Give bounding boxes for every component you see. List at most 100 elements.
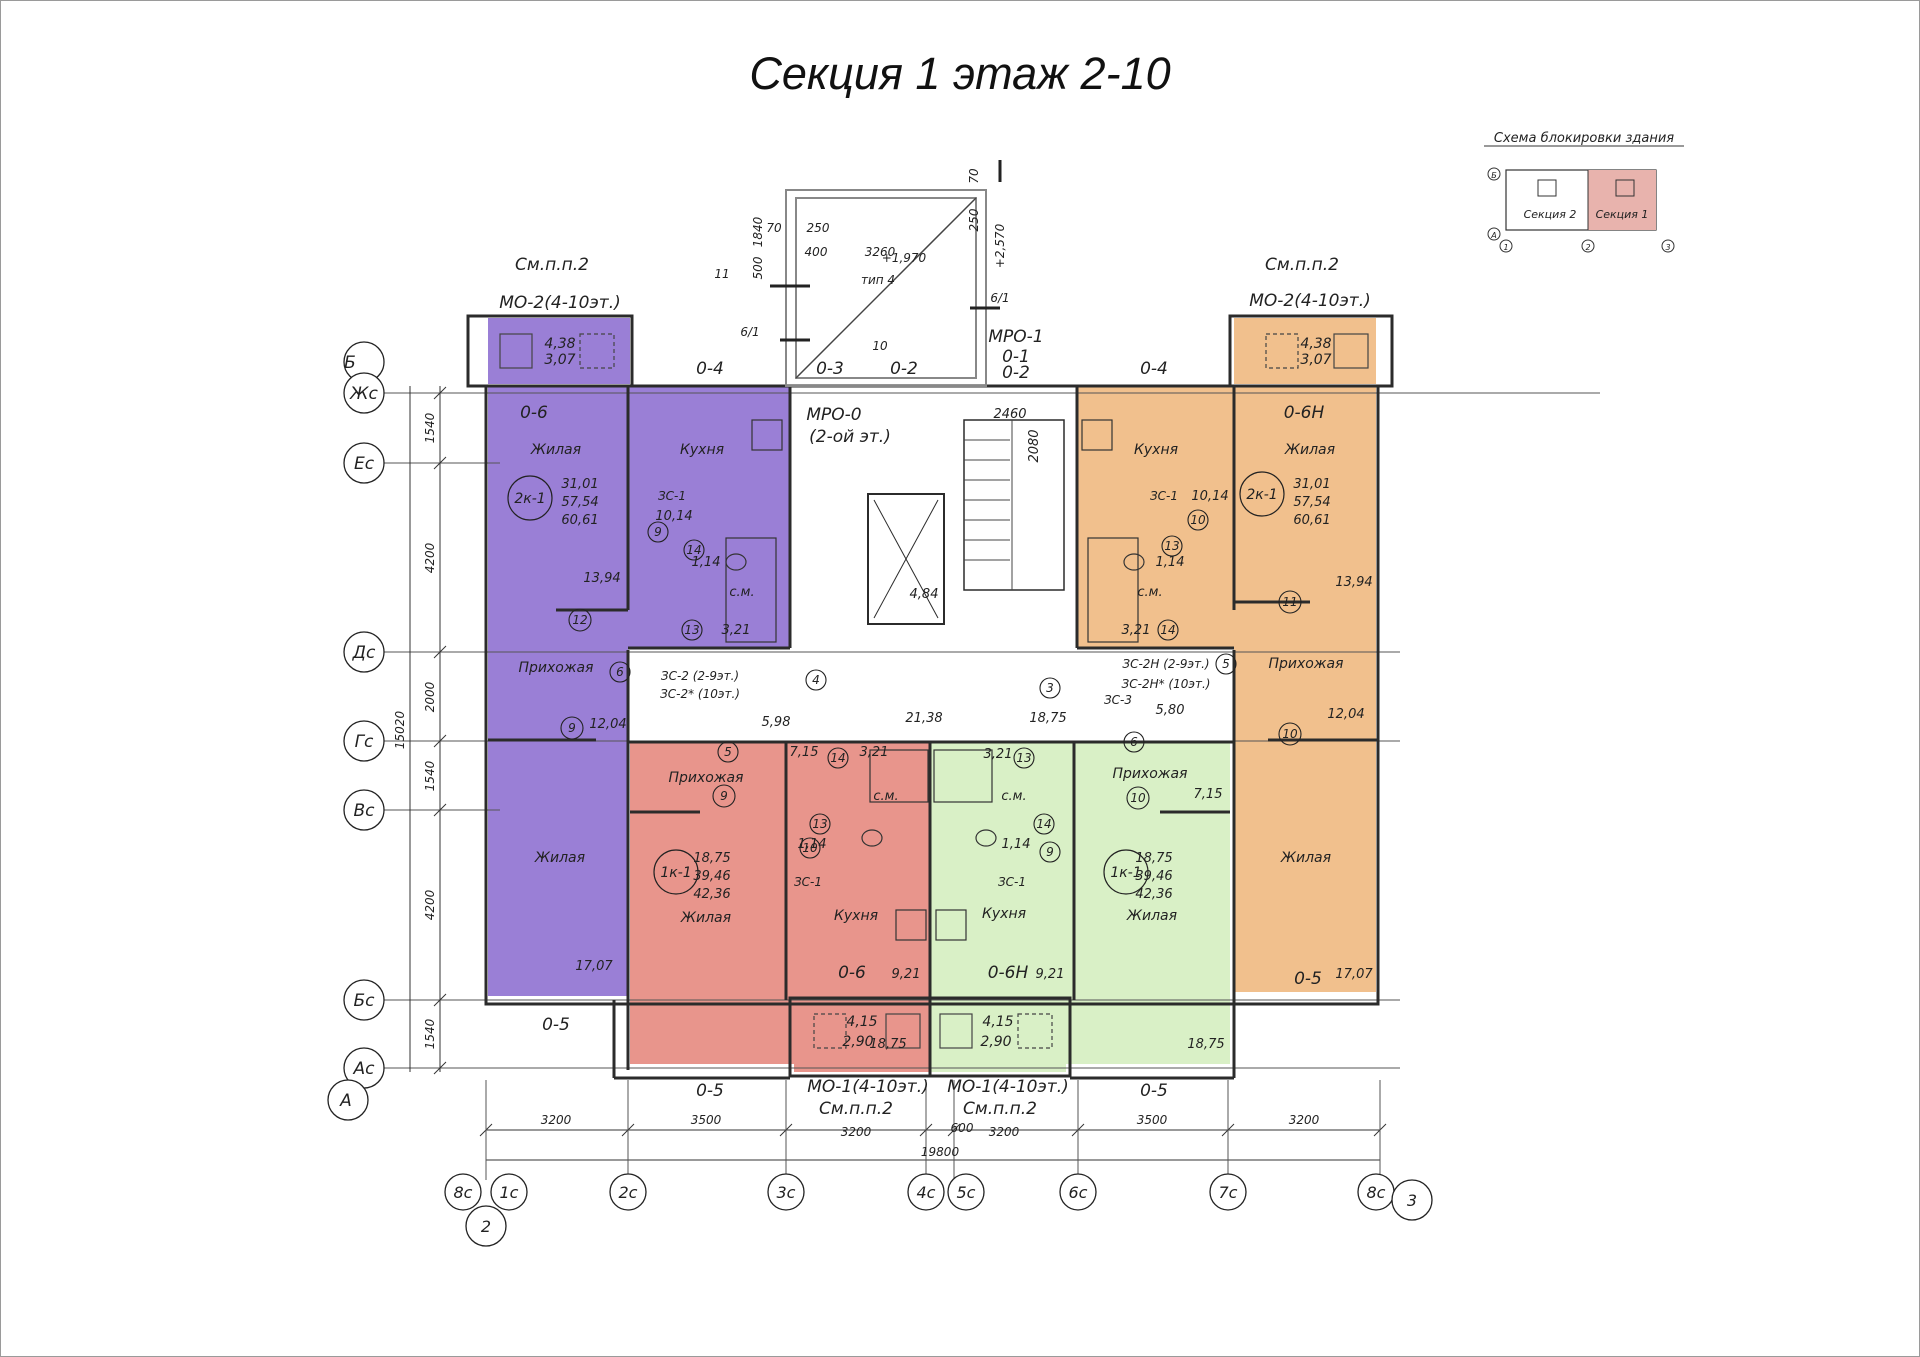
loggia-box xyxy=(939,1013,973,1049)
toilet-1k-right xyxy=(975,829,997,847)
mark-circle xyxy=(805,669,827,691)
mo1-left: МО-1(4-10эт.) xyxy=(807,1077,928,1097)
code-zs2s: ЗС-2* (10эт.) xyxy=(660,687,740,701)
col-label: 5с xyxy=(957,1183,976,1202)
mark-circle xyxy=(799,837,821,859)
mark-num: 9 xyxy=(1046,845,1054,859)
dim-bottom: 3500 xyxy=(1137,1113,1168,1127)
area-living: 13,94 xyxy=(583,571,620,586)
loggia-area-bl2: 2,90 xyxy=(842,1034,873,1050)
col-marker-circle xyxy=(609,1173,647,1211)
dim-tick xyxy=(433,803,447,817)
mark-circle xyxy=(1123,731,1145,753)
apt-type: 2к-1 xyxy=(1246,487,1277,503)
loggia-box xyxy=(813,1013,847,1049)
scheme-row-top: Б xyxy=(1491,171,1497,180)
mark-circle xyxy=(1157,619,1179,641)
code-zs1: ЗС-1 xyxy=(1150,489,1178,503)
loggia-area-tr2: 3,07 xyxy=(1300,352,1331,368)
row-marker-circle xyxy=(327,1079,369,1121)
mark-circle xyxy=(1039,841,1061,863)
mark-num: 6 xyxy=(616,665,624,679)
opening-o5: 0-5 xyxy=(696,1081,724,1101)
row-marker-circle xyxy=(343,720,385,762)
opening-o5: 0-5 xyxy=(1294,969,1322,989)
apt-area: 57,54 xyxy=(1293,495,1330,510)
apt-1k-right-loggia-fill xyxy=(930,1000,1066,1072)
dim-left: 1540 xyxy=(423,1018,437,1049)
room-zhilaya: Жилая xyxy=(680,910,731,926)
mark-num: 9 xyxy=(654,525,662,539)
col-marker-circle xyxy=(1059,1173,1097,1211)
mark-num: 14 xyxy=(830,751,845,765)
opening-o6n: 0-6Н xyxy=(988,963,1029,983)
scheme-axis: 3 xyxy=(1665,243,1670,252)
col-marker-circle xyxy=(1209,1173,1247,1211)
mark-num: 13 xyxy=(684,623,699,637)
apt-type: 1к-1 xyxy=(660,865,691,881)
row-marker-circle xyxy=(343,979,385,1021)
col-label: 6с xyxy=(1069,1183,1088,1202)
apt-area: 42,36 xyxy=(693,887,730,902)
dim-left-total: 15020 xyxy=(393,711,407,750)
scheme-inset xyxy=(1484,145,1684,253)
mark-num: 5 xyxy=(1222,657,1230,671)
mark-num: 14 xyxy=(686,543,701,557)
dim-top: 250 xyxy=(967,208,981,231)
bathtub-1k-right xyxy=(933,749,993,803)
apt-area: 39,46 xyxy=(693,869,730,884)
apt-2k-right-loggia-fill xyxy=(1234,318,1376,384)
mark-num: 10 xyxy=(1130,791,1146,805)
area-hall: 7,15 xyxy=(790,745,819,760)
mark-circle xyxy=(1126,786,1150,810)
area-wc: 1,14 xyxy=(692,555,721,570)
col-label: 2 xyxy=(481,1217,491,1236)
row-label: Ес xyxy=(354,454,375,474)
apt-type: 1к-1 xyxy=(1110,865,1141,881)
area-kitchen: 9,21 xyxy=(892,967,921,982)
dim-bottom: 600 xyxy=(951,1121,974,1135)
mpo0-note: (2-ой эт.) xyxy=(809,427,891,447)
room-zhilaya: Жилая xyxy=(1126,908,1177,924)
dim-bottom-total: 19800 xyxy=(921,1145,960,1159)
mark-num: 13 xyxy=(812,817,827,831)
area-wc: 1,14 xyxy=(798,837,827,852)
scheme-section2: Секция 2 xyxy=(1524,208,1577,221)
scheme-marker xyxy=(1661,239,1675,253)
sm-label: с.м. xyxy=(729,585,754,600)
opening-o6: 0-6 xyxy=(838,963,866,983)
area-bath: 3,21 xyxy=(984,747,1013,762)
apt-area: 57,54 xyxy=(561,495,598,510)
label-6-1-right: 6/1 xyxy=(990,291,1009,305)
opening-o2-top: 0-2 xyxy=(890,359,918,379)
mark-circle xyxy=(1161,535,1183,557)
apt-1k-left-loggia-fill xyxy=(794,1000,930,1072)
opening-o3: 0-3 xyxy=(816,359,844,379)
mark-circle xyxy=(1039,677,1061,699)
area-living: 13,94 xyxy=(1335,575,1372,590)
mark-circle xyxy=(809,813,831,835)
row-label: Бс xyxy=(353,991,375,1011)
col-label: 8с xyxy=(1367,1183,1386,1202)
room-zhilaya: Жилая xyxy=(1280,850,1331,866)
mark-num: 13 xyxy=(1016,751,1031,765)
mark-num: 10 xyxy=(1190,513,1206,527)
mark-circle xyxy=(1278,722,1302,746)
mo2-right: МО-2(4-10эт.) xyxy=(1249,291,1370,311)
dim-top: 500 xyxy=(751,256,765,279)
room-kukhnya: Кухня xyxy=(1134,442,1178,458)
area-corr: 5,80 xyxy=(1156,703,1185,718)
balcony-outline xyxy=(785,189,987,387)
dim-tick xyxy=(433,456,447,470)
row-marker-circle xyxy=(343,631,385,673)
label-6-1-left: 6/1 xyxy=(740,325,759,339)
mark-num: 11 xyxy=(1282,595,1297,609)
row-label: А xyxy=(339,1091,352,1111)
bathtub-left xyxy=(725,537,777,643)
loggia-box xyxy=(499,333,533,369)
row-label: Ас xyxy=(353,1059,376,1079)
mark-circle xyxy=(681,619,703,641)
mark-circle xyxy=(647,521,669,543)
code-zs2: ЗС-2 (2-9эт.) xyxy=(661,669,739,683)
scheme-marker xyxy=(1487,167,1501,181)
